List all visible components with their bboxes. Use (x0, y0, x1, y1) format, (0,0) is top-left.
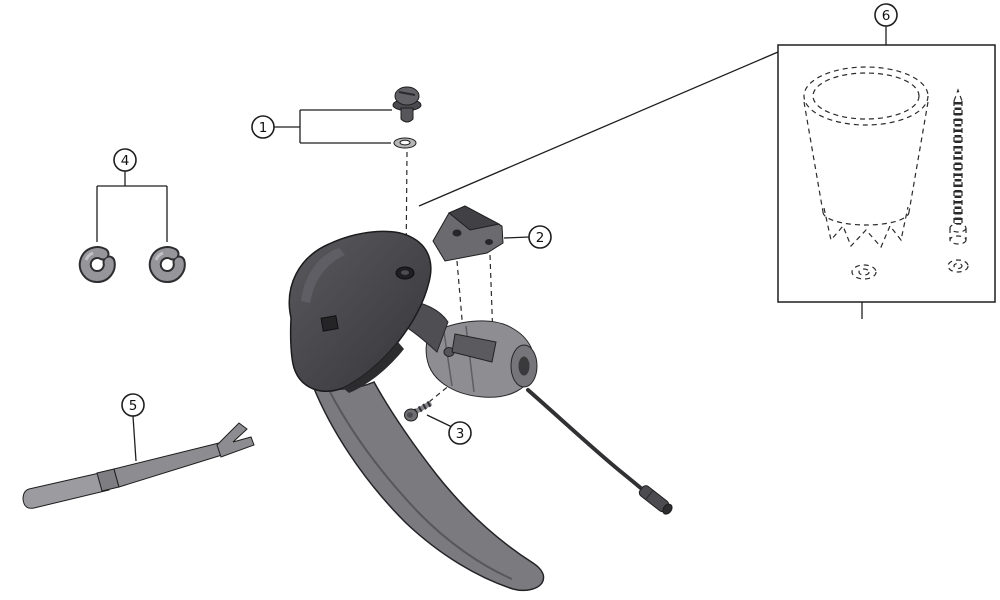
hood-bolt (947, 88, 969, 273)
cord-clip-left (78, 246, 116, 283)
bracket-hole-right (485, 239, 493, 245)
callout-6: 6 (874, 3, 898, 27)
shifter-internals (451, 333, 497, 363)
hood-shadow-edge (343, 342, 404, 393)
hood-bolt-head (949, 235, 967, 245)
barrel-bore (518, 356, 530, 376)
tool-arm (113, 442, 223, 488)
callout-3-circle (448, 421, 472, 445)
bolt-slot (398, 91, 416, 96)
clip-highlight (154, 251, 164, 261)
clip-body (80, 248, 114, 281)
callout-4: 4 (113, 148, 137, 172)
callout-4-label: 4 (121, 153, 130, 169)
brake-lever-blade (311, 381, 545, 592)
hood-washer (851, 264, 877, 280)
hood-rim-outer (803, 66, 929, 126)
part-cord-clips (78, 246, 186, 283)
clip-body (150, 248, 184, 281)
hood-detail-box (777, 44, 996, 319)
blade-ridge (329, 391, 513, 580)
lever-assembly (288, 230, 673, 592)
callout-1-circle (251, 115, 275, 139)
bolt-hole-thread (401, 270, 409, 275)
bracket-fold (448, 205, 501, 231)
callouts: 1 2 3 4 5 6 (113, 3, 898, 445)
clip-highlight (84, 251, 94, 261)
callout-2-label: 2 (536, 230, 545, 246)
callout-5-label: 5 (129, 398, 138, 414)
bolt-shank (400, 107, 414, 123)
wire-connector (638, 485, 673, 515)
callout-5: 5 (121, 393, 145, 417)
hood-rim-inner (812, 72, 920, 120)
screw-head-recess (407, 412, 413, 418)
hood-bolt-outline (953, 101, 963, 224)
washer-hole (399, 139, 411, 146)
lever-hood-body (288, 230, 432, 392)
electric-wire (526, 388, 644, 491)
hood-bolt-washer-hole (953, 262, 963, 270)
hood-reference-line (418, 51, 779, 207)
callout-5-leader (132, 415, 137, 462)
screw-threads (413, 400, 433, 415)
callout-3-leader (426, 414, 453, 428)
part-top-bolt-and-washer (392, 86, 422, 149)
callout-1-label: 1 (259, 120, 268, 136)
part-plug-tool (22, 422, 255, 509)
hood-washer-hole (858, 268, 870, 276)
bracket-hole-left (452, 229, 462, 237)
cord-clip-right (148, 246, 186, 283)
hood-bolt-head-side (949, 228, 967, 240)
bracket-assembly-axis-left (456, 260, 464, 332)
callout-2-circle (528, 225, 552, 249)
callout-4-circle (113, 148, 137, 172)
hood-highlight (301, 248, 345, 303)
tool-handle (22, 471, 110, 509)
callout-3: 3 (448, 421, 472, 445)
hood-side-right (908, 101, 929, 213)
tool-fork-tip (216, 422, 255, 458)
connector-ring (645, 489, 654, 500)
callout-5-circle (121, 393, 145, 417)
part-band-bracket (432, 205, 504, 262)
callout-6-label: 6 (882, 8, 891, 24)
connector-plug (662, 503, 673, 515)
callout-3-label: 3 (456, 426, 465, 442)
hood-bolt-tip (953, 88, 963, 102)
callout-2: 2 (528, 225, 552, 249)
clamp-seam-left (443, 331, 453, 387)
part-fixing-screw (404, 400, 433, 422)
hood-side-left (803, 101, 824, 213)
hood-side-button (320, 315, 339, 332)
hood-bolt-washer (947, 259, 969, 273)
callout-6-circle (874, 3, 898, 27)
bolt-head (394, 86, 420, 106)
callout-2-leader (503, 236, 530, 239)
hood-tabs (823, 206, 909, 249)
callout-1: 1 (251, 115, 275, 139)
hood-lower-rim (822, 211, 910, 226)
